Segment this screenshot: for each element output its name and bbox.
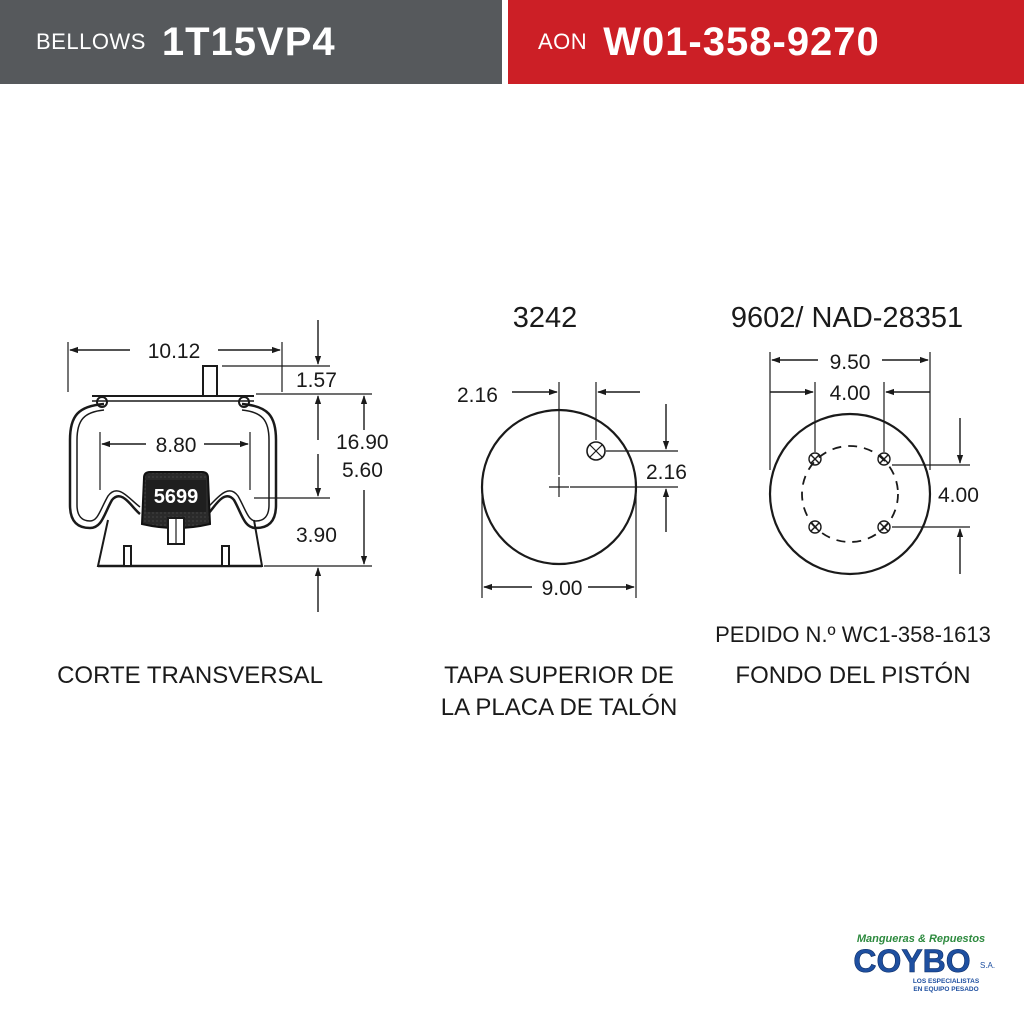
dim-height-base: 3.90: [296, 524, 337, 547]
aon-part-number: W01-358-9270: [603, 19, 880, 64]
aon-label: AON: [538, 29, 588, 54]
cross-section-view: [67, 320, 372, 612]
right-bead-crimp: [238, 396, 250, 408]
logo-brand: COYBO: [853, 943, 970, 979]
dim-diameter: 9.00: [542, 577, 583, 600]
dim-width: 10.12: [148, 340, 201, 363]
left-bead-crimp: [96, 396, 108, 408]
bolt-hole-icon: [808, 452, 822, 466]
bellows-label: BELLOWS: [36, 29, 146, 54]
header-bar: BELLOWS 1T15VP4 AON W01-358-9270: [0, 0, 1024, 84]
order-note: PEDIDO N.º WC1-358-1613: [715, 622, 991, 647]
piston-stud-right: [221, 545, 230, 567]
bolt-hole-icon: [808, 520, 822, 534]
bolt-circle: [801, 445, 899, 543]
piston-bottom-view: [768, 352, 970, 576]
bead-plate-caption-line2: LA PLACA DE TALÓN: [441, 694, 678, 721]
top-stud: [202, 365, 218, 397]
bellows-part-number: 1T15VP4: [161, 19, 336, 64]
cross-section-caption: CORTE TRANSVERSAL: [57, 662, 323, 689]
logo-tagline: Mangueras & Repuestos: [857, 933, 985, 945]
bead-plate-view: [480, 382, 678, 598]
bellows-header: BELLOWS 1T15VP4: [0, 0, 502, 84]
piston-title: 9602/ NAD-28351: [731, 302, 963, 334]
dim-stud-height: 1.57: [296, 369, 337, 392]
dim-height-total: 16.90: [336, 431, 389, 454]
piston-labels: 9602/ NAD-28351 9.50 4.00 4.00 PEDIDO N.…: [715, 302, 991, 689]
bolt-holes: [808, 452, 891, 534]
piston-stud-left: [123, 545, 132, 567]
dim-offset-y: 2.16: [646, 461, 687, 484]
piston-caption: FONDO DEL PISTÓN: [735, 662, 970, 689]
bellows-left-wall: [68, 402, 141, 530]
dim-bolt-spacing-x: 4.00: [830, 382, 871, 405]
bolt-hole-icon: [877, 520, 891, 534]
cross-section-labels: 10.12 8.80 1.57 16.90 5.60 3.90 5699 COR…: [57, 340, 388, 689]
bead-plate-labels: 3242 2.16 2.16 9.00 TAPA SUPERIOR DE LA …: [441, 302, 687, 721]
logo-sub-line2: EN EQUIPO PESADO: [913, 986, 978, 993]
coybo-logo: Mangueras & Repuestos COYBO S.A. LOS ESP…: [853, 933, 995, 993]
logo-sub-line1: LOS ESPECIALISTAS: [913, 978, 980, 985]
dim-inner-width: 8.80: [156, 434, 197, 457]
dim-piston-diameter: 9.50: [830, 351, 871, 374]
dim-height-mid: 5.60: [342, 459, 383, 482]
header-divider: [502, 0, 508, 84]
bumper-label: 5699: [154, 486, 199, 508]
air-fitting-icon: [586, 441, 606, 461]
logo-suffix: S.A.: [980, 961, 995, 970]
bead-plate-caption-line1: TAPA SUPERIOR DE: [444, 662, 674, 689]
bolt-hole-icon: [877, 452, 891, 466]
dim-offset-x: 2.16: [457, 384, 498, 407]
aon-header: AON W01-358-9270: [508, 0, 1024, 84]
dim-bolt-spacing-y: 4.00: [938, 484, 979, 507]
bead-plate-title: 3242: [513, 302, 578, 334]
piston-circle: [768, 412, 932, 576]
